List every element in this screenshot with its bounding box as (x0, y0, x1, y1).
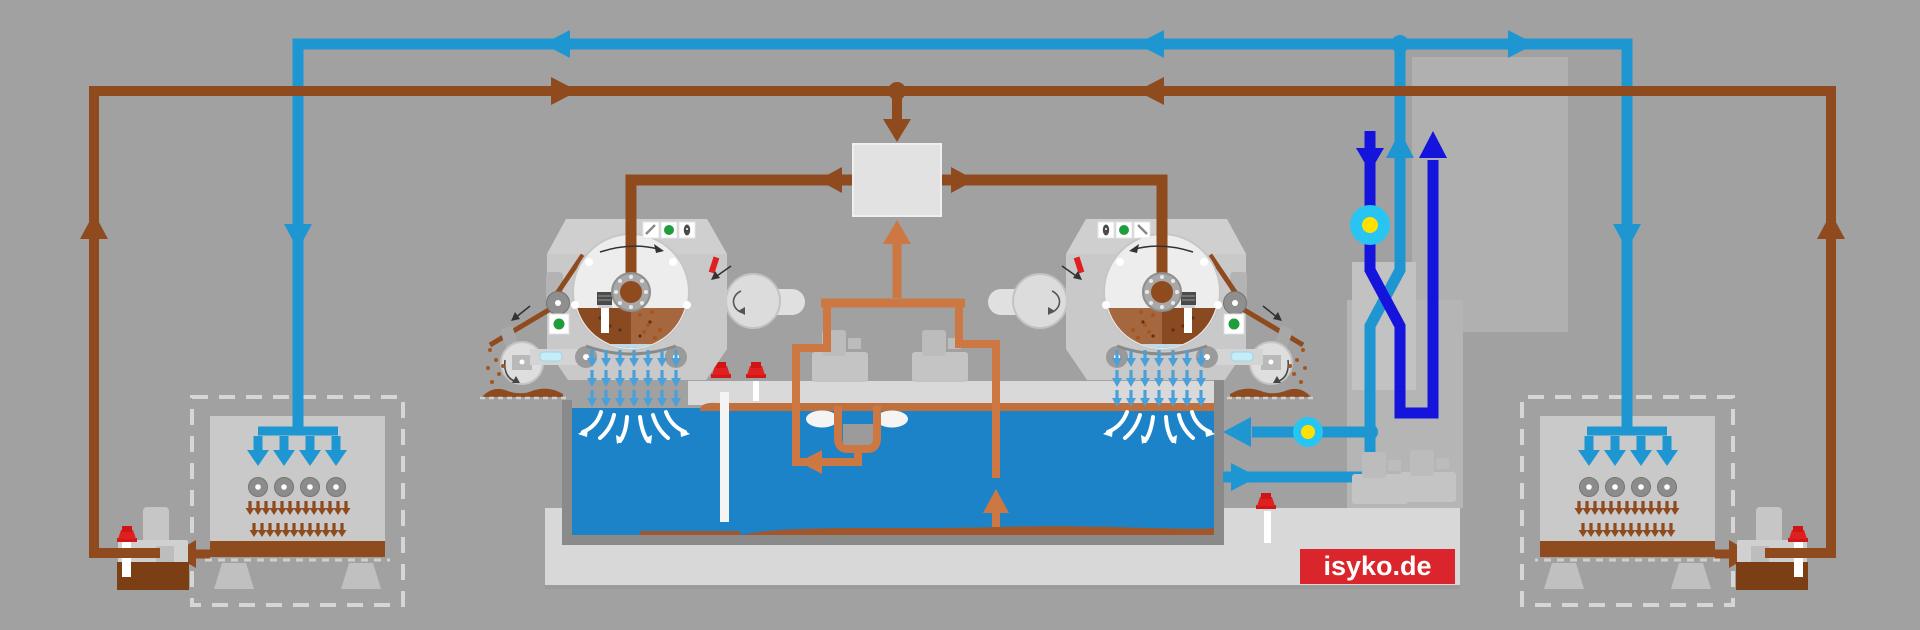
flow-arrow-left (799, 450, 822, 474)
flow-arrow-down (883, 119, 911, 142)
flow-arrow-down (284, 224, 312, 250)
platform-valve (1256, 493, 1276, 509)
sludge-return-line (80, 77, 1845, 558)
heat-exchanger-circuit (1223, 35, 1447, 491)
clean-water-supply-line (284, 30, 1641, 431)
flow-arrow-up (983, 489, 1009, 513)
tank-pump-1 (812, 330, 868, 382)
heat-exchanger-panel (1352, 262, 1416, 390)
recovery-circuit (792, 220, 1009, 527)
flow-arrow-down (1356, 148, 1384, 172)
right-wash-station (1522, 397, 1808, 605)
flow-arrow-right (551, 77, 578, 105)
flow-arrow-up (1419, 131, 1447, 158)
flow-arrow-left (1137, 77, 1164, 105)
tank-sediment (740, 526, 1214, 535)
left-wash-station (117, 397, 403, 605)
pipe-junction (1391, 35, 1409, 53)
surface-scum (700, 402, 1214, 411)
distribution-box (852, 98, 942, 217)
skimmer-float (806, 410, 838, 428)
flow-arrow-from-tank (1231, 463, 1258, 491)
flow-arrow-right (1508, 30, 1535, 58)
isyko-logo[interactable]: isyko.de (1300, 549, 1455, 584)
fresh-water-line (1364, 131, 1439, 419)
right-platform-equipment (1256, 450, 1456, 543)
flow-arrow-up (883, 220, 911, 244)
tank-valve-right (746, 362, 766, 378)
flow-arrow-up (1817, 213, 1845, 239)
pipe-junction (888, 82, 906, 100)
dip-tube (720, 392, 729, 522)
pipe-junction (1362, 424, 1378, 440)
flow-arrow-left (1137, 30, 1164, 58)
flow-arrow-up (1386, 131, 1414, 158)
suction-pipe (955, 300, 1000, 478)
tank-walkway (688, 381, 1220, 405)
pump-marker-upper (1350, 205, 1390, 245)
process-water-tank (562, 380, 1224, 545)
skimmer-float (876, 410, 908, 428)
flow-arrow-into-tank (1223, 417, 1251, 447)
flow-arrow-up (80, 213, 108, 239)
pump-marker-lower (1293, 417, 1323, 447)
flow-arrow-left (543, 30, 570, 58)
flow-arrow-down (1613, 224, 1641, 250)
